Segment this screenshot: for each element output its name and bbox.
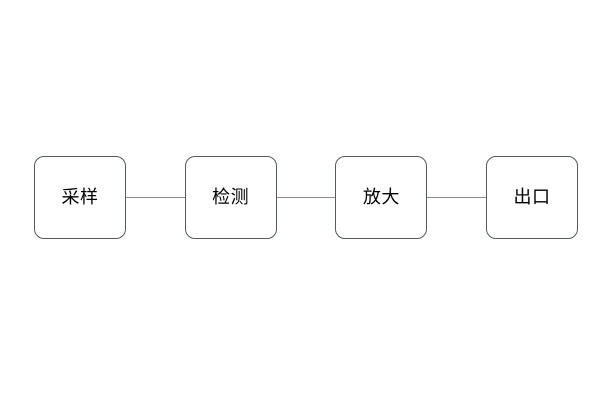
flow-node-sampling[interactable]: 采样 (34, 156, 126, 239)
flow-node-label: 采样 (61, 186, 99, 208)
flow-node-label: 检测 (212, 186, 250, 208)
flow-connector-3 (427, 156, 486, 239)
flow-node-label: 出口 (513, 186, 551, 208)
flow-connector-1 (126, 156, 185, 239)
flow-node-amplification[interactable]: 放大 (335, 156, 428, 239)
flow-connector-2 (276, 156, 336, 239)
flow-node-detection[interactable]: 检测 (184, 156, 277, 239)
flow-node-outlet[interactable]: 出口 (486, 156, 579, 239)
flow-chain: 采样 检测 放大 出口 (34, 156, 579, 239)
flow-node-label: 放大 (362, 186, 400, 208)
